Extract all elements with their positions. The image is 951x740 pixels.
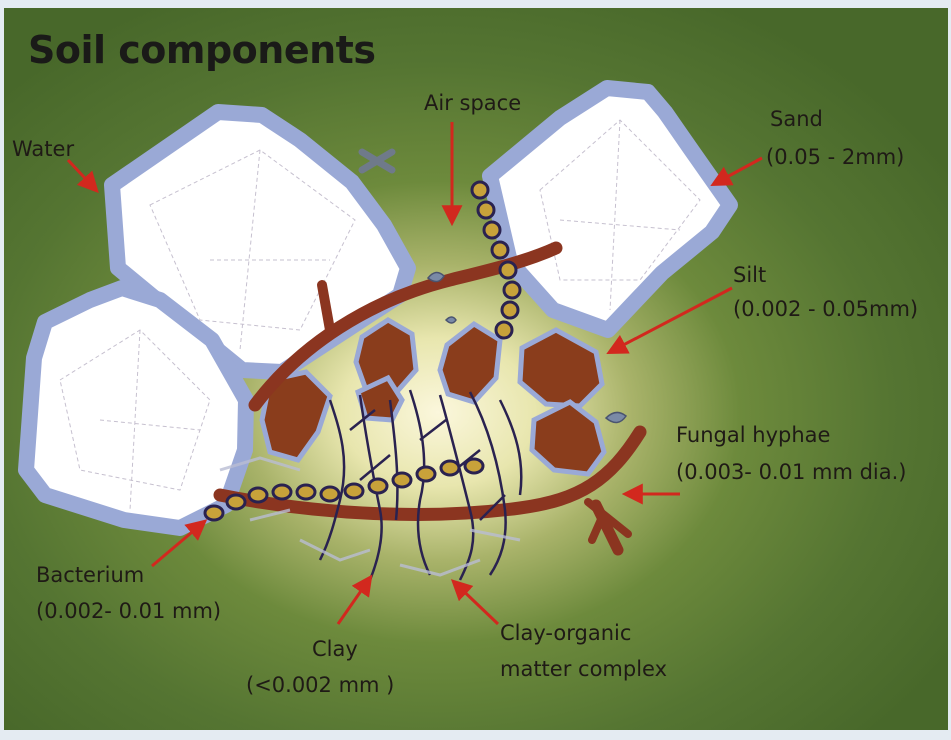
label-silt: Silt bbox=[733, 262, 766, 288]
label-clay-organic-line1: Clay-organic bbox=[500, 620, 631, 646]
label-sand: Sand bbox=[770, 106, 823, 132]
label-water: Water bbox=[12, 136, 74, 162]
label-sand-size: (0.05 - 2mm) bbox=[766, 144, 904, 170]
label-silt-size: (0.002 - 0.05mm) bbox=[733, 296, 918, 322]
label-bacterium-size: (0.002- 0.01 mm) bbox=[36, 598, 221, 624]
label-air-space: Air space bbox=[424, 90, 521, 116]
label-clay: Clay bbox=[312, 636, 358, 662]
label-fungal-hyphae-size: (0.003- 0.01 mm dia.) bbox=[676, 459, 907, 485]
label-fungal-hyphae: Fungal hyphae bbox=[676, 422, 830, 448]
diagram-title: Soil components bbox=[28, 28, 375, 72]
label-clay-organic-line2: matter complex bbox=[500, 656, 667, 682]
label-clay-size: (<0.002 mm ) bbox=[246, 672, 394, 698]
label-bacterium: Bacterium bbox=[36, 562, 144, 588]
